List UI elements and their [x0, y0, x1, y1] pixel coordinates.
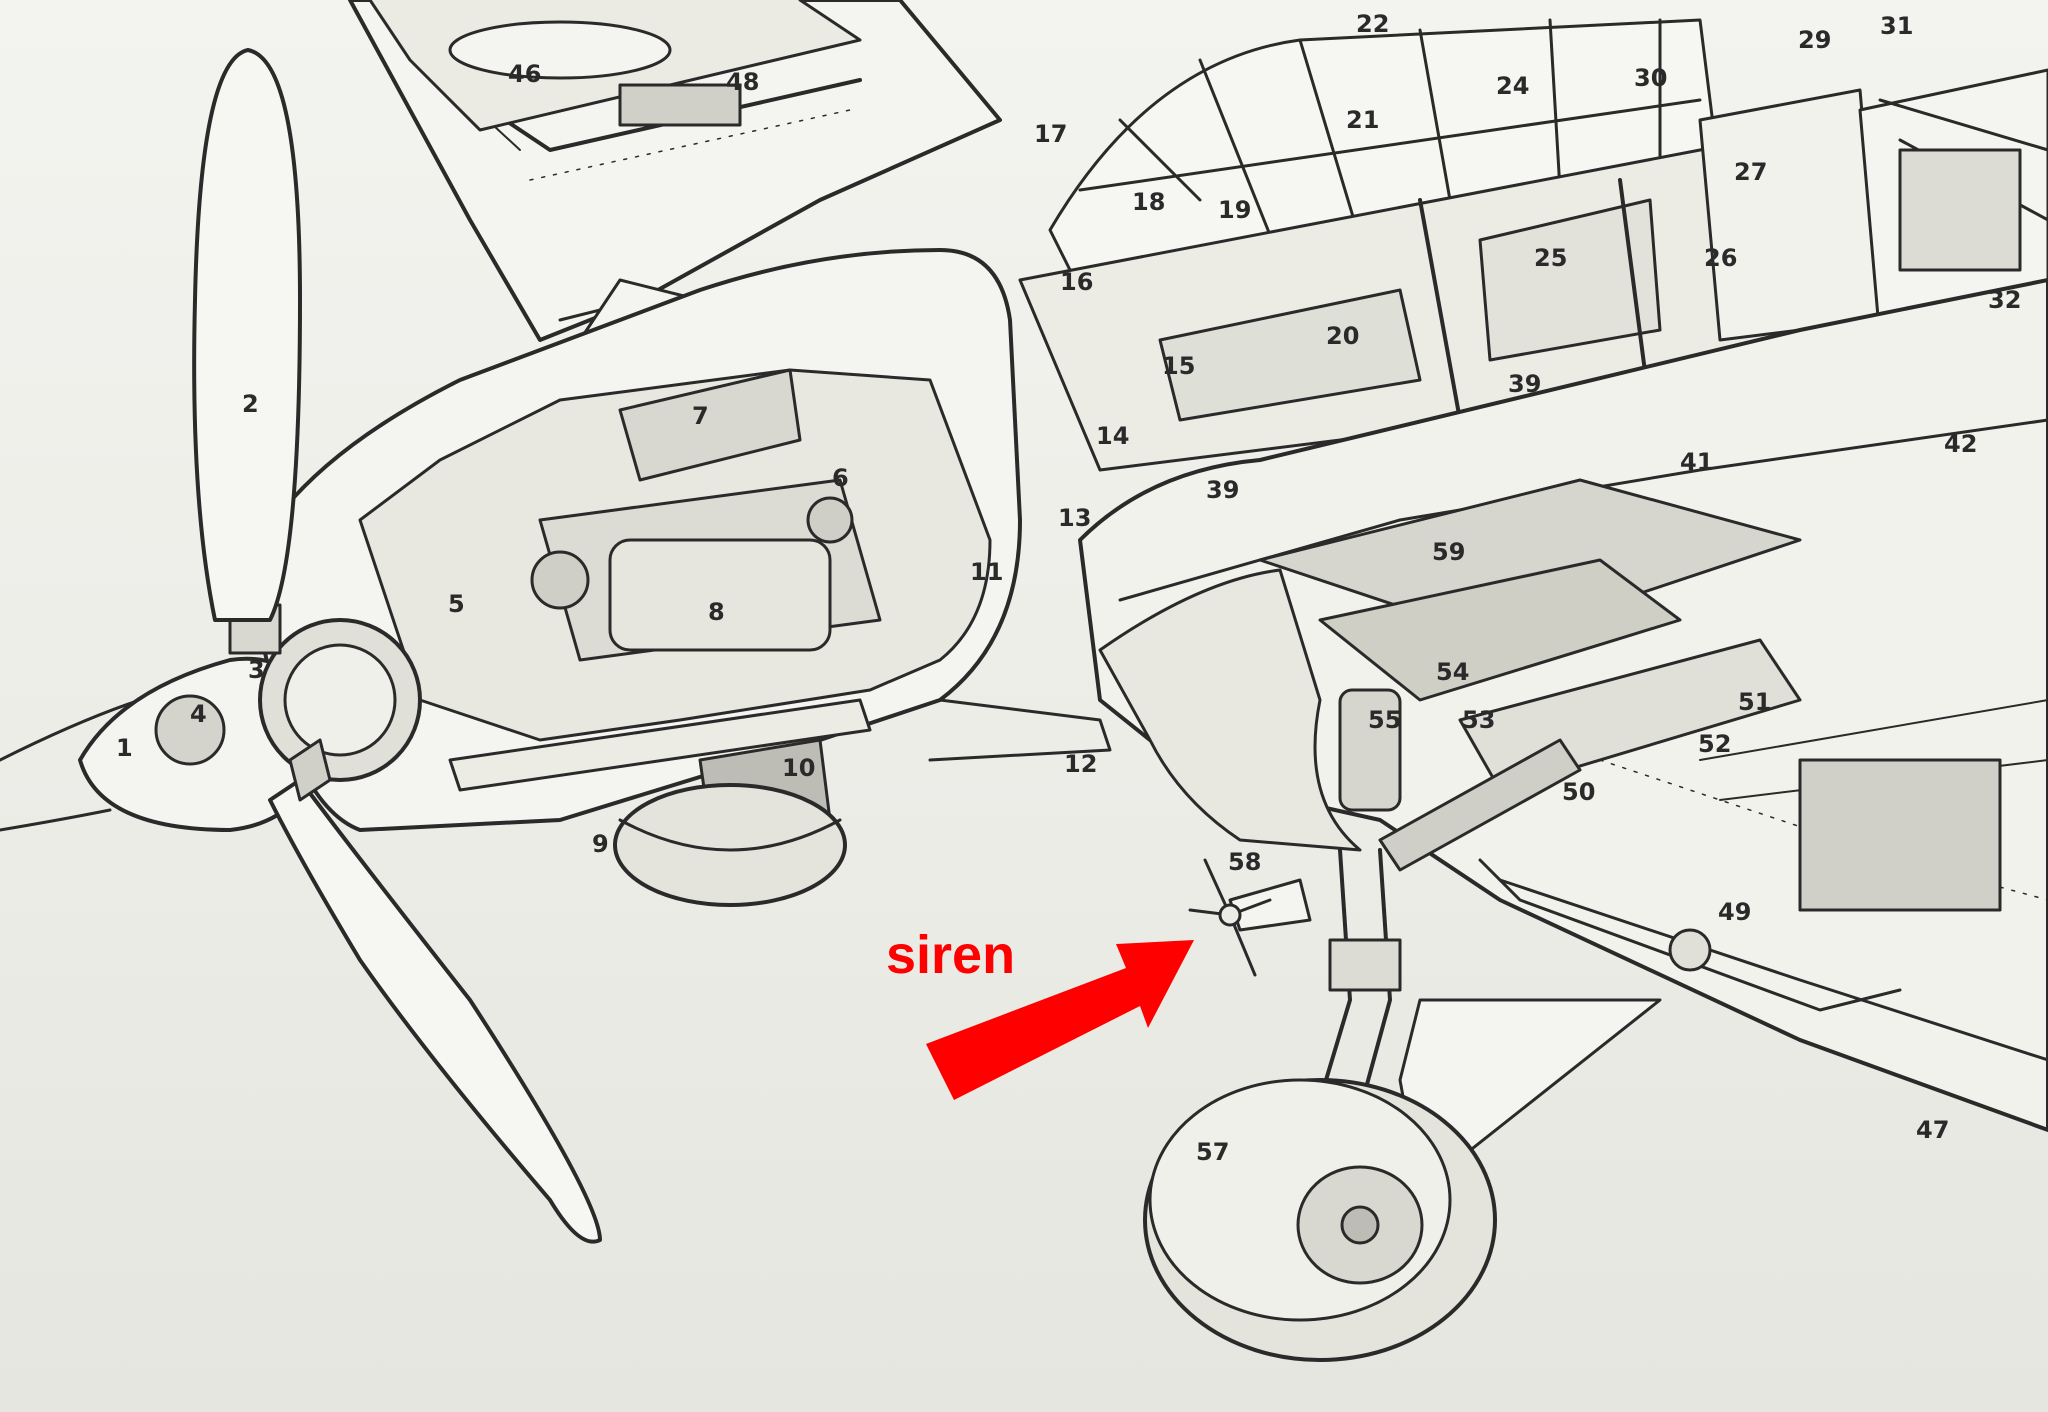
part-number: 18 [1132, 188, 1166, 216]
part-number: 13 [1058, 504, 1092, 532]
part-number: 15 [1162, 352, 1196, 380]
part-number: 14 [1096, 422, 1130, 450]
part-number: 1 [116, 734, 133, 762]
fuselage-strut [928, 698, 1112, 762]
spinner-assembly [0, 603, 422, 832]
part-number: 57 [1196, 1138, 1230, 1166]
part-number: 6 [832, 464, 849, 492]
part-number: 29 [1798, 26, 1832, 54]
part-number: 12 [1064, 750, 1098, 778]
part-number: 49 [1718, 898, 1752, 926]
part-number: 24 [1496, 72, 1530, 100]
part-number: 51 [1738, 688, 1772, 716]
part-number: 4 [190, 700, 207, 728]
part-number: 31 [1880, 12, 1914, 40]
part-number: 39 [1508, 370, 1542, 398]
part-number: 11 [970, 558, 1004, 586]
part-number: 59 [1432, 538, 1466, 566]
part-number: 53 [1462, 706, 1496, 734]
part-number: 19 [1218, 196, 1252, 224]
part-number: 55 [1368, 706, 1402, 734]
part-number: 2 [242, 390, 259, 418]
part-number: 26 [1704, 244, 1738, 272]
part-number: 21 [1346, 106, 1380, 134]
engine-cowling [248, 248, 1022, 832]
part-number: 47 [1916, 1116, 1950, 1144]
part-number: 52 [1698, 730, 1732, 758]
cockpit-canopy [1048, 18, 1722, 292]
part-number: 22 [1356, 10, 1390, 38]
part-number: 32 [1988, 286, 2022, 314]
part-number: 39 [1206, 476, 1240, 504]
part-number: 17 [1034, 120, 1068, 148]
part-number: 41 [1680, 448, 1714, 476]
rear-fuselage [1858, 68, 2048, 342]
part-number: 25 [1534, 244, 1568, 272]
part-number: 7 [692, 402, 709, 430]
wing-cutout-top [368, 0, 862, 132]
part-number: 50 [1562, 778, 1596, 806]
gear-bay [1098, 568, 1582, 872]
propeller-blades [192, 48, 602, 1244]
part-number: 8 [708, 598, 725, 626]
part-number: 54 [1436, 658, 1470, 686]
part-number: 30 [1634, 64, 1668, 92]
part-number: 48 [726, 68, 760, 96]
part-number: 10 [782, 754, 816, 782]
siren-device [1188, 858, 1312, 977]
part-number: 58 [1228, 848, 1262, 876]
part-number: 5 [448, 590, 465, 618]
part-number: 20 [1326, 322, 1360, 350]
part-number: 9 [592, 830, 609, 858]
siren-annotation-label: siren [886, 925, 1016, 985]
tail-or-nose-wheel [613, 783, 847, 907]
part-number: 16 [1060, 268, 1094, 296]
part-number: 46 [508, 60, 542, 88]
part-number: 42 [1944, 430, 1978, 458]
part-number: 3 [248, 656, 265, 684]
part-number: 27 [1734, 158, 1768, 186]
main-wheel [1143, 1078, 1497, 1362]
